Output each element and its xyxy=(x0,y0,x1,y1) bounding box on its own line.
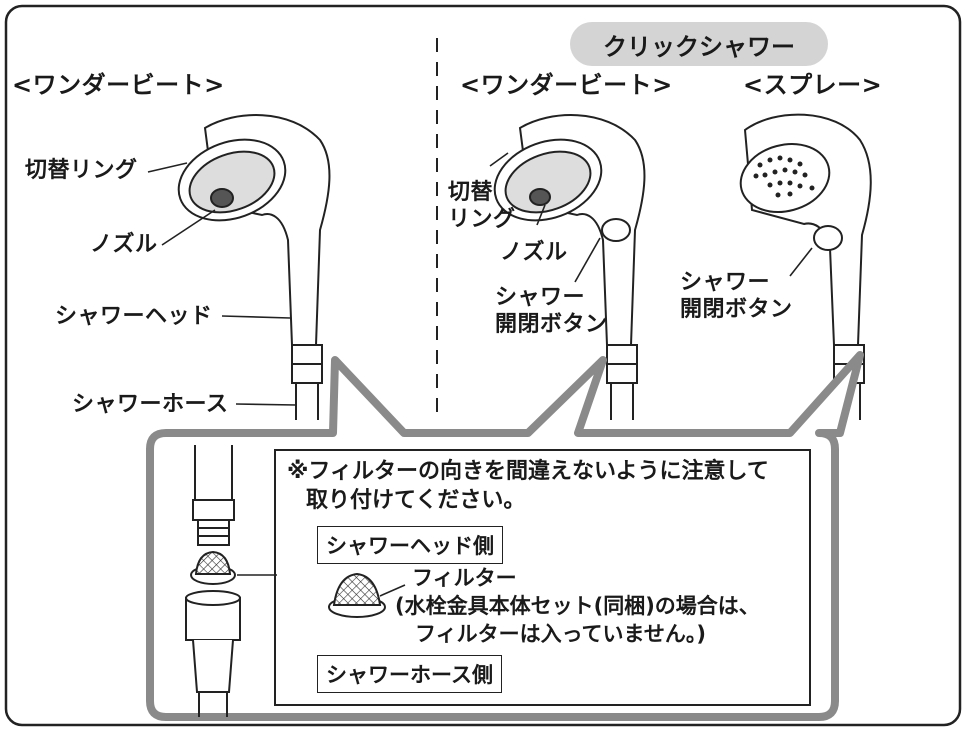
click-shower-badge: クリックシャワー xyxy=(570,22,828,66)
label-button-right-1: シャワー xyxy=(680,270,771,295)
label-shower-head: シャワーヘッド xyxy=(55,304,213,329)
outer-frame xyxy=(4,4,962,727)
label-switch-ring-mid-1: 切替 xyxy=(448,180,494,205)
label-shower-hose: シャワーホース xyxy=(72,392,229,417)
label-button-right-2: 開閉ボタン xyxy=(680,297,793,322)
exploded-parts xyxy=(185,445,386,717)
head-side-label: シャワーヘッド側 xyxy=(317,526,503,564)
label-switch-ring: 切替リング xyxy=(25,158,138,183)
hose-side-label: シャワーホース側 xyxy=(317,655,502,693)
left-shower-illustration xyxy=(177,114,331,420)
note-line-1: ※フィルターの向きを間違えないように注意して xyxy=(287,459,769,484)
label-button-mid-2: 開閉ボタン xyxy=(495,312,608,337)
middle-shower-illustration xyxy=(493,114,646,420)
label-nozzle: ノズル xyxy=(90,232,158,257)
filter-note-line-1: (水栓金具本体セット(同梱)の場合は、 xyxy=(395,594,760,618)
middle-title: <ワンダービート> xyxy=(460,71,673,99)
filter-title: フィルター xyxy=(412,566,517,590)
left-title: <ワンダービート> xyxy=(12,71,225,99)
note-line-2: 取り付けてください。 xyxy=(306,488,526,513)
leader-lines xyxy=(147,152,813,406)
right-title: <スプレー> xyxy=(743,71,883,99)
label-switch-ring-mid-2: リング xyxy=(448,207,516,232)
label-button-mid-1: シャワー xyxy=(495,285,586,310)
label-nozzle-mid: ノズル xyxy=(500,240,568,265)
filter-note-line-2: フィルターは入っていません。) xyxy=(415,622,706,646)
